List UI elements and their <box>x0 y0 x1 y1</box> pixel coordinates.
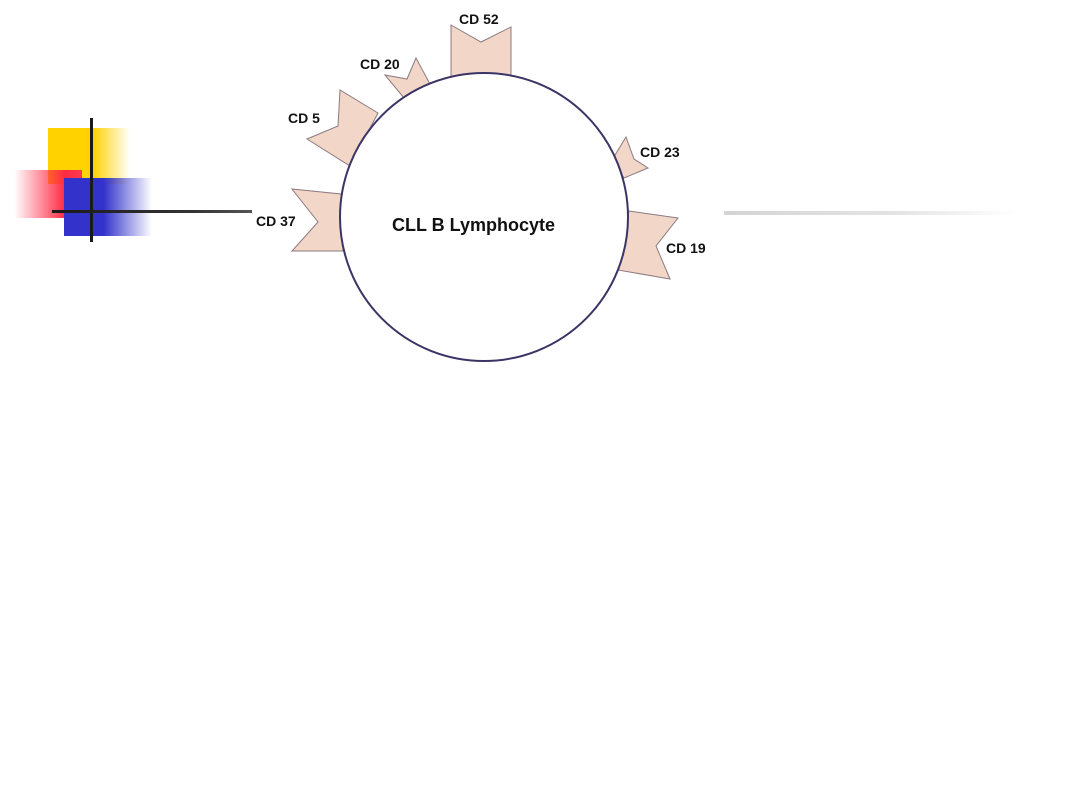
decorative-blue-square <box>64 178 152 236</box>
marker-cd52-shape <box>450 24 512 77</box>
marker-cd5-label: CD 5 <box>288 110 320 126</box>
marker-cd37-shape <box>290 188 344 252</box>
cell-body <box>339 72 629 362</box>
marker-cd37-label: CD 37 <box>256 213 296 229</box>
marker-cd19-label: CD 19 <box>666 240 706 256</box>
marker-cd23-label: CD 23 <box>640 144 680 160</box>
decorative-horizontal-line <box>52 210 252 213</box>
decorative-vertical-line <box>90 118 93 242</box>
marker-cd20-label: CD 20 <box>360 56 400 72</box>
marker-cd5-shape <box>305 89 379 167</box>
marker-cd52-label: CD 52 <box>459 11 499 27</box>
decorative-right-line <box>724 211 1016 215</box>
cell-label: CLL B Lymphocyte <box>392 215 556 235</box>
